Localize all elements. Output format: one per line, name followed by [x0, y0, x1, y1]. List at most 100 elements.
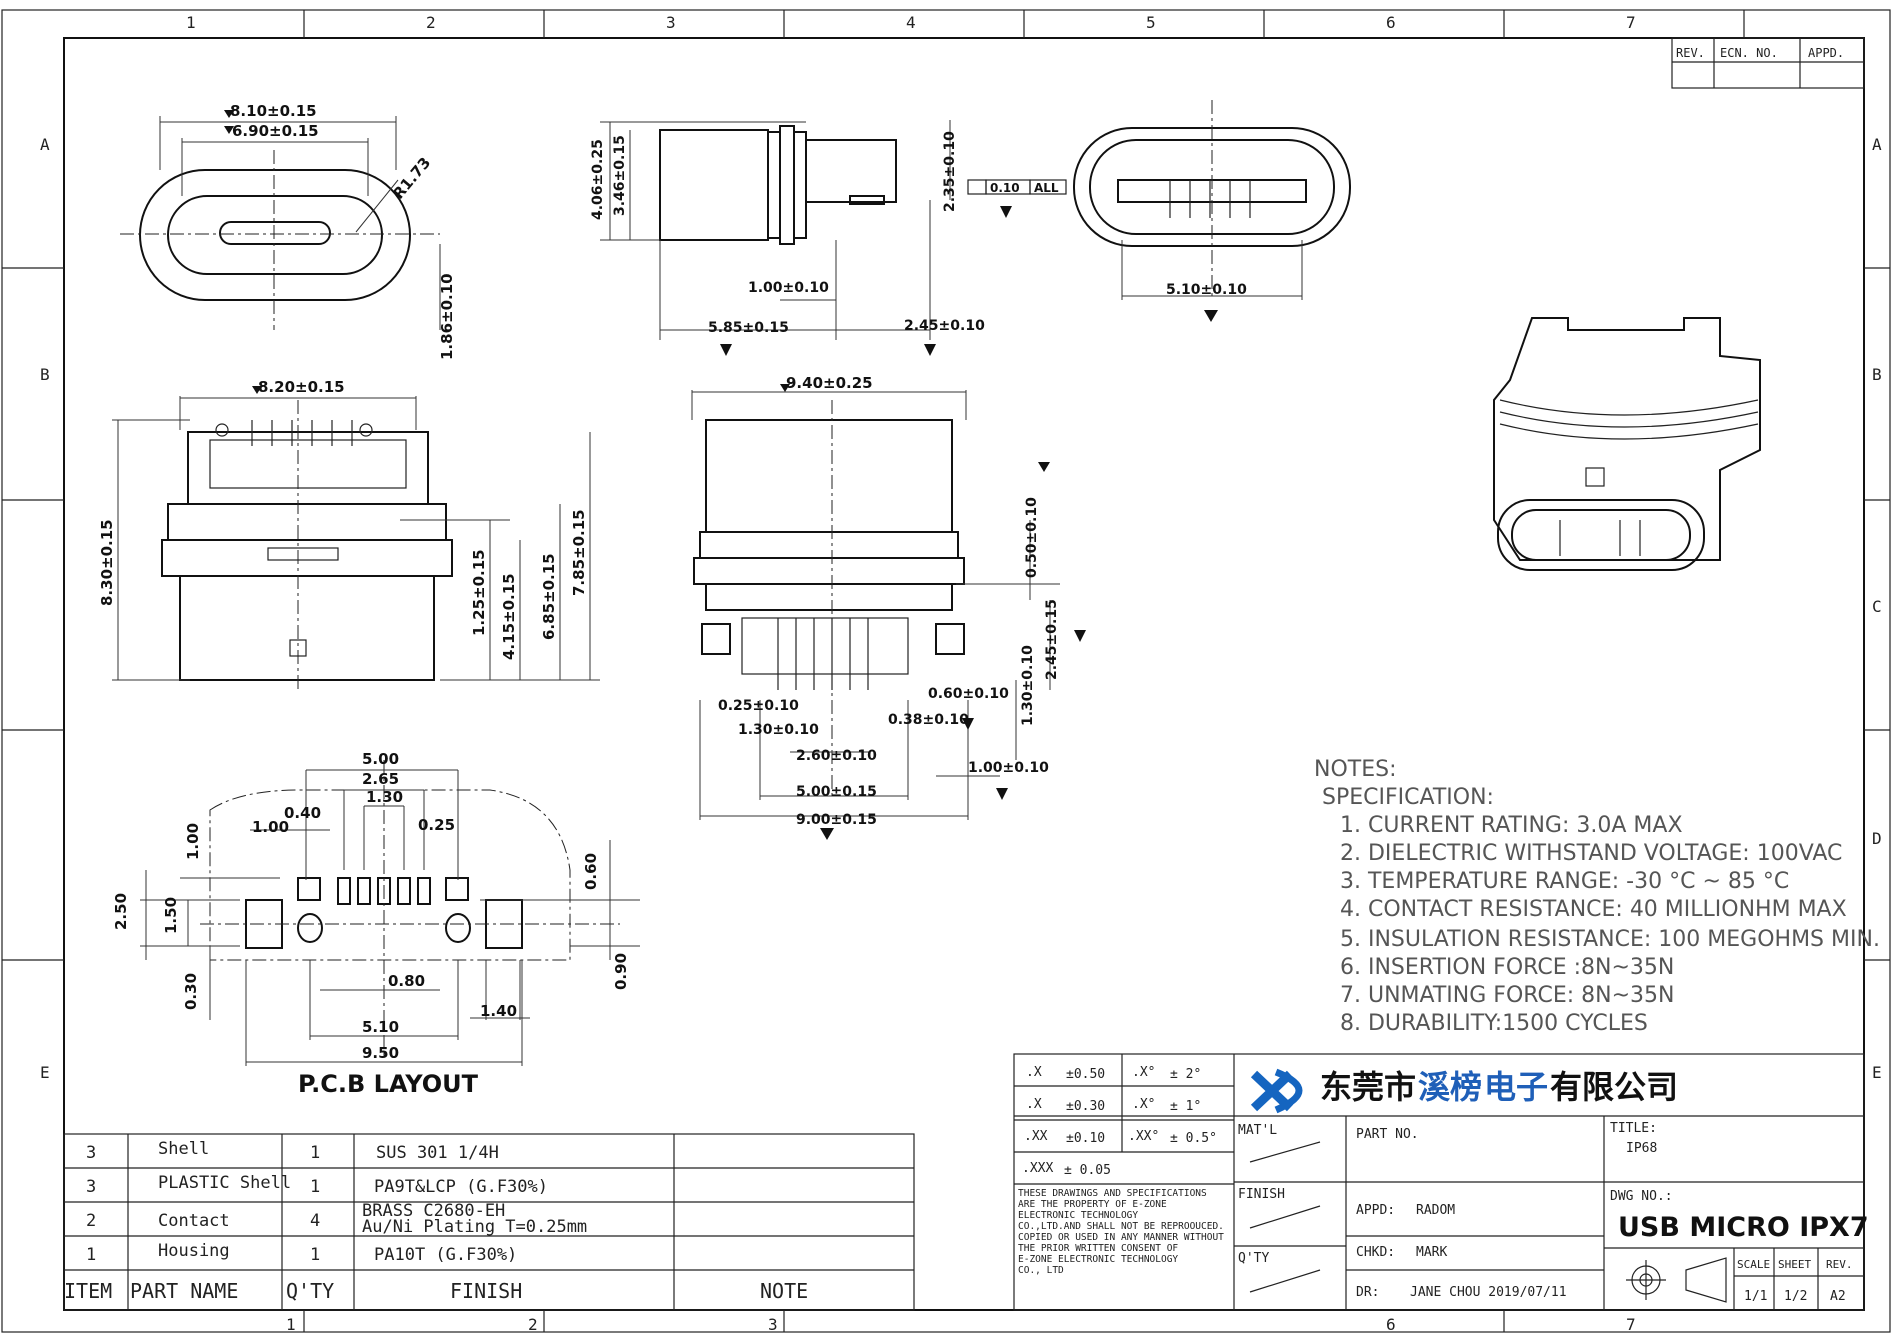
front-view — [1073, 100, 1351, 322]
side-h1: 4.06±0.25 — [590, 139, 606, 220]
mid-d1: 0.25±0.10 — [718, 698, 799, 714]
bom-r4-part: Housing — [158, 1241, 230, 1261]
pcb-d-150: 1.50 — [162, 897, 180, 934]
zone-right-e: E — [1872, 1063, 1882, 1082]
side-view — [600, 120, 1067, 356]
bom-r3-finish2: Au/Ni Plating T=0.25mm — [362, 1217, 587, 1237]
zone-top-4: 4 — [906, 13, 916, 32]
bom-table — [63, 1133, 915, 1311]
mid-v3: 1.30±0.10 — [1020, 645, 1036, 726]
zone-top-7: 7 — [1626, 13, 1636, 32]
lf-h1: 1.25±0.15 — [470, 549, 488, 636]
zone-top-1: 1 — [186, 13, 196, 32]
bom-h-note: NOTE — [760, 1279, 808, 1303]
mid-d3: 0.60±0.10 — [928, 686, 1009, 702]
pcb-d-250: 2.50 — [112, 893, 130, 930]
side-flat: 0.10 — [990, 181, 1020, 195]
pcb-d-040: 0.40 — [284, 804, 321, 822]
pcb-d-060: 0.60 — [582, 853, 600, 890]
title-block — [1013, 1053, 1865, 1311]
inner-border — [63, 37, 1865, 1311]
disc-5: COPIED OR USED IN ANY MANNER WITHOUT — [1018, 1232, 1224, 1243]
mid-d8: 9.00±0.15 — [796, 812, 877, 828]
title-label: TITLE: — [1610, 1121, 1657, 1136]
ecn-label: ECN. NO. — [1720, 46, 1778, 60]
bom-r4-item: 1 — [86, 1245, 96, 1265]
side-w3: 2.45±0.10 — [904, 318, 985, 334]
bom-r1-finish: SUS 301 1/4H — [376, 1143, 499, 1163]
lf-h-total: 8.30±0.15 — [98, 519, 116, 606]
appd-value: RADOM — [1416, 1203, 1455, 1218]
pcb-d-090: 0.90 — [612, 953, 630, 990]
mid-d5: 2.60±0.10 — [796, 748, 877, 764]
sheet-label: SHEET — [1778, 1258, 1811, 1271]
tol-r3-a: .XX — [1024, 1129, 1048, 1144]
front-w: 5.10±0.10 — [1166, 282, 1247, 298]
zone-top-3: 3 — [666, 13, 676, 32]
sheet-value: 1/2 — [1784, 1289, 1807, 1304]
chkd-value: MARK — [1416, 1245, 1447, 1260]
zone-right-a: A — [1872, 135, 1882, 154]
bom-r1-item: 3 — [86, 1143, 96, 1163]
rev-label: REV. — [1676, 46, 1705, 60]
pcb-d-500: 5.00 — [362, 750, 399, 768]
bom-r3-part: Contact — [158, 1211, 230, 1231]
tol-r3-d: ± 0.5° — [1170, 1131, 1217, 1146]
zone-bottom-6: 6 — [1386, 1315, 1396, 1334]
notes-sub: SPECIFICATION: — [1322, 785, 1494, 810]
note-4: 4. CONTACT RESISTANCE: 40 MILLIONHM MAX — [1340, 897, 1847, 922]
dr-label: DR: — [1356, 1285, 1379, 1300]
pcb-d-030: 0.30 — [182, 973, 200, 1010]
tol-r2-c: .X° — [1132, 1097, 1155, 1112]
zone-right-c: C — [1872, 597, 1882, 616]
disc-2: ARE THE PROPERTY OF E-ZONE — [1018, 1199, 1167, 1210]
note-8: 8. DURABILITY:1500 CYCLES — [1340, 1011, 1648, 1036]
left-front-view — [112, 386, 600, 690]
bom-h-part: PART NAME — [130, 1279, 238, 1303]
company-name-a: 东莞市 — [1320, 1068, 1416, 1106]
disc-4: CO.,LTD.AND SHALL NOT BE REPROOUCED. — [1018, 1221, 1224, 1232]
mid-d2: 1.30±0.10 — [738, 722, 819, 738]
tol-r3-c: .XX° — [1128, 1129, 1159, 1144]
dwg-label: DWG NO.: — [1610, 1189, 1673, 1204]
zone-top-5: 5 — [1146, 13, 1156, 32]
pcb-title: P.C.B LAYOUT — [298, 1070, 479, 1098]
zone-ticks — [2, 10, 1890, 1332]
disc-1: THESE DRAWINGS AND SPECIFICATIONS — [1018, 1188, 1207, 1199]
company-name-d: 有限公司 — [1550, 1068, 1678, 1106]
zone-top-2: 2 — [426, 13, 436, 32]
scale-label: SCALE — [1737, 1258, 1770, 1271]
side-w1: 1.00±0.10 — [748, 280, 829, 296]
bom-r2-qty: 1 — [310, 1177, 320, 1197]
lf-h3: 6.85±0.15 — [540, 553, 558, 640]
side-w2: 5.85±0.15 — [708, 320, 789, 336]
note-6: 6. INSERTION FORCE :8N~35N — [1340, 955, 1674, 980]
top-d3: 1.86±0.10 — [438, 273, 456, 360]
notes-heading: NOTES: — [1314, 757, 1397, 782]
scale-value: 1/1 — [1744, 1289, 1767, 1304]
zone-left-a: A — [40, 135, 50, 154]
note-1: 1. CURRENT RATING: 3.0A MAX — [1340, 813, 1683, 838]
zone-bottom-7: 7 — [1626, 1315, 1636, 1334]
tol-r1-b: ±0.50 — [1066, 1067, 1105, 1082]
zone-top-6: 6 — [1386, 13, 1396, 32]
pcb-d-025: 0.25 — [418, 816, 455, 834]
pcb-d-950: 9.50 — [362, 1044, 399, 1062]
tol-r4-b: ± 0.05 — [1064, 1163, 1111, 1178]
lf-w: 8.20±0.15 — [258, 378, 345, 396]
outer-border — [1, 9, 1891, 1333]
zone-right-d: D — [1872, 829, 1882, 848]
dr-value: JANE CHOU 2019/07/11 — [1410, 1285, 1567, 1300]
bom-h-finish: FINISH — [450, 1279, 522, 1303]
rev-value: A2 — [1830, 1289, 1846, 1304]
tol-r2-b: ±0.30 — [1066, 1099, 1105, 1114]
pcb-d-100v: 1.00 — [184, 823, 202, 860]
dwg-number: USB MICRO IPX7 — [1618, 1212, 1869, 1243]
pcb-layout — [140, 760, 640, 1066]
pcb-d-100: 1.00 — [252, 818, 289, 836]
zone-bottom-2: 2 — [528, 1315, 538, 1334]
mid-v2: 2.45±0.15 — [1044, 599, 1060, 680]
note-3: 3. TEMPERATURE RANGE: -30 °C ~ 85 °C — [1340, 869, 1789, 894]
bom-r2-finish: PA9T&LCP (G.F30%) — [374, 1177, 548, 1197]
